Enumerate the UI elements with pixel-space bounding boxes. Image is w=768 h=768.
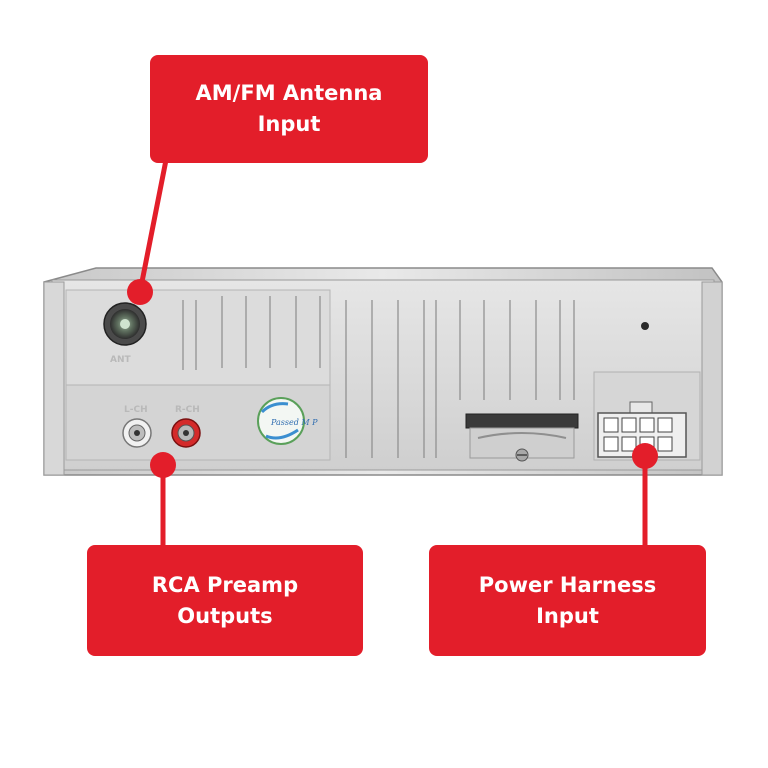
vent-slots: [182, 296, 575, 458]
rca-left-jack: [122, 418, 152, 448]
ant-label: ANT: [110, 355, 131, 365]
sticker-text: Passed M P: [270, 418, 318, 427]
callout-power-line2: Input: [536, 603, 599, 628]
left-channel-label: L-CH: [124, 405, 148, 415]
callout-am-fm-antenna-input: AM/FM Antenna Input: [150, 55, 428, 163]
callout-power-harness-input: Power Harness Input: [429, 545, 706, 656]
rca-right-jack: [171, 418, 201, 448]
callout-rca-preamp-outputs: RCA Preamp Outputs: [87, 545, 363, 656]
callout-leader-rca: [150, 452, 176, 548]
callout-leader-antenna: [127, 157, 169, 305]
passed-sticker: Passed M P: [257, 397, 318, 445]
callout-antenna-line2: Input: [257, 112, 321, 136]
callout-power-line1: Power Harness: [478, 572, 657, 597]
right-channel-label: R-CH: [175, 405, 200, 415]
callout-antenna-line1: AM/FM Antenna: [195, 81, 383, 105]
callout-rca-line2: Outputs: [177, 603, 273, 628]
callout-rca-line1: RCA Preamp: [151, 572, 299, 597]
iso-connector-bracket: [465, 413, 579, 462]
callout-leader-power: [632, 443, 658, 548]
antenna-jack: [103, 302, 147, 346]
